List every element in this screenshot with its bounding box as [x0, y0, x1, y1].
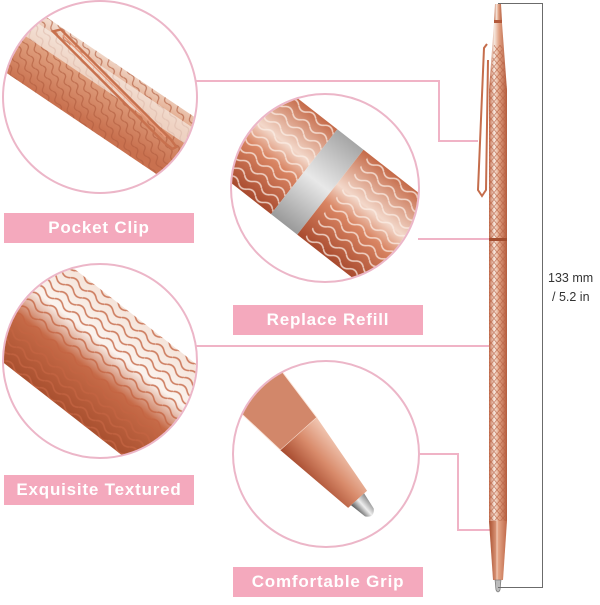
- connector-replace-refill: [418, 238, 493, 240]
- length-metric: 133 mm: [548, 271, 594, 285]
- refill-joint-image: [232, 95, 418, 281]
- label-replace-refill: Replace Refill: [233, 305, 423, 335]
- label-comfortable-grip: Comfortable Grip: [233, 567, 423, 597]
- label-exquisite-textured: Exquisite Textured: [4, 475, 194, 505]
- pocket-clip-image: [4, 2, 196, 192]
- pen-tip-image: [234, 362, 374, 517]
- exquisite-textured-closeup: [2, 263, 198, 459]
- connector-pocket-clip-h1: [196, 80, 440, 82]
- comfortable-grip-closeup: [232, 360, 420, 548]
- length-imperial: / 5.2 in: [552, 290, 590, 304]
- connector-grip-v: [457, 453, 459, 531]
- pen-full-view: [470, 0, 520, 600]
- connector-grip-h2: [457, 529, 497, 531]
- texture-image: [4, 265, 196, 457]
- connector-pocket-clip-v: [438, 80, 440, 142]
- connector-exquisite-textured: [196, 345, 494, 347]
- pocket-clip-closeup: [2, 0, 198, 194]
- rose-gold-pen-image: [476, 4, 507, 593]
- replace-refill-closeup: [230, 93, 420, 283]
- length-dimension-bracket: [498, 3, 543, 588]
- label-pocket-clip: Pocket Clip: [4, 213, 194, 243]
- connector-pocket-clip-h2: [438, 140, 478, 142]
- connector-grip-h1: [420, 453, 459, 455]
- length-dimension-label: 133 mm / 5.2 in: [548, 269, 600, 307]
